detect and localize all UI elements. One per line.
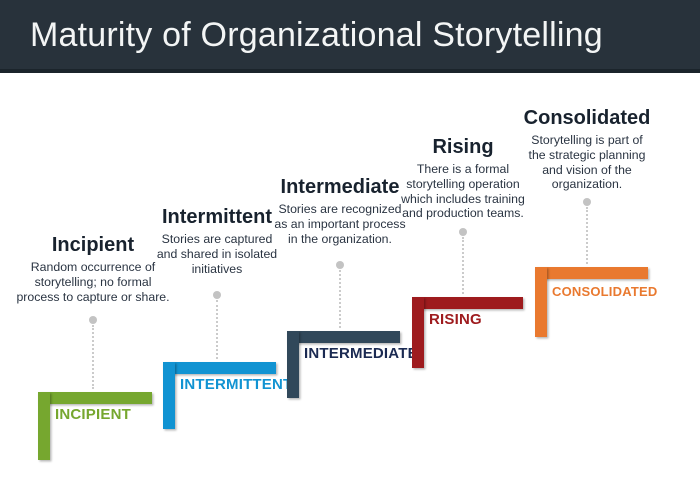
step-label: INTERMEDIATE [304, 345, 418, 362]
step-vertical-bar [412, 297, 424, 368]
stage-description: Random occurrence of storytelling; no fo… [16, 260, 170, 304]
page-title: Maturity of Organizational Storytelling [30, 16, 603, 54]
stage-info: Intermediate Stories are recognized as a… [255, 176, 425, 246]
stage-description: Stories are recognized as an important p… [274, 202, 406, 246]
step-label: RISING [429, 311, 482, 328]
step-label: INTERMITTENT [180, 376, 293, 393]
connector-dot [336, 261, 344, 269]
step-horizontal-bar [287, 331, 400, 343]
stage-heading: Intermediate [280, 176, 400, 198]
step-horizontal-bar [163, 362, 276, 374]
step-vertical-bar [535, 267, 547, 337]
stage-description: Storytelling is part of the strategic pl… [528, 133, 646, 192]
stage-info: Incipient Random occurrence of storytell… [8, 234, 178, 304]
stage-info: Intermittent Stories are captured and sh… [132, 206, 302, 276]
connector-dot [459, 228, 467, 236]
connector-dotted-line [586, 207, 588, 264]
stage-heading: Consolidated [523, 107, 651, 129]
stage-description: There is a formal storytelling operation… [401, 162, 525, 221]
connector-dotted-line [462, 237, 464, 294]
step-label: INCIPIENT [55, 406, 131, 423]
connector-dot [213, 291, 221, 299]
step-horizontal-bar [412, 297, 523, 309]
connector-dotted-line [216, 300, 218, 359]
step-horizontal-bar [535, 267, 648, 279]
title-bar: Maturity of Organizational Storytelling [0, 0, 700, 73]
step-horizontal-bar [38, 392, 152, 404]
connector-dot [583, 198, 591, 206]
stage-info: Consolidated Storytelling is part of the… [502, 107, 672, 192]
stage-heading: Intermittent [162, 206, 272, 228]
step-vertical-bar [163, 362, 175, 429]
stage-heading: Incipient [51, 234, 135, 256]
step-vertical-bar [38, 392, 50, 460]
stage-description: Stories are captured and shared in isola… [156, 232, 278, 276]
step-label: CONSOLIDATED [552, 284, 658, 299]
connector-dotted-line [92, 325, 94, 389]
stage-info: Rising There is a formal storytelling op… [378, 136, 548, 221]
connector-dot [89, 316, 97, 324]
step-vertical-bar [287, 331, 299, 398]
stage-heading: Rising [432, 136, 494, 158]
connector-dotted-line [339, 270, 341, 328]
